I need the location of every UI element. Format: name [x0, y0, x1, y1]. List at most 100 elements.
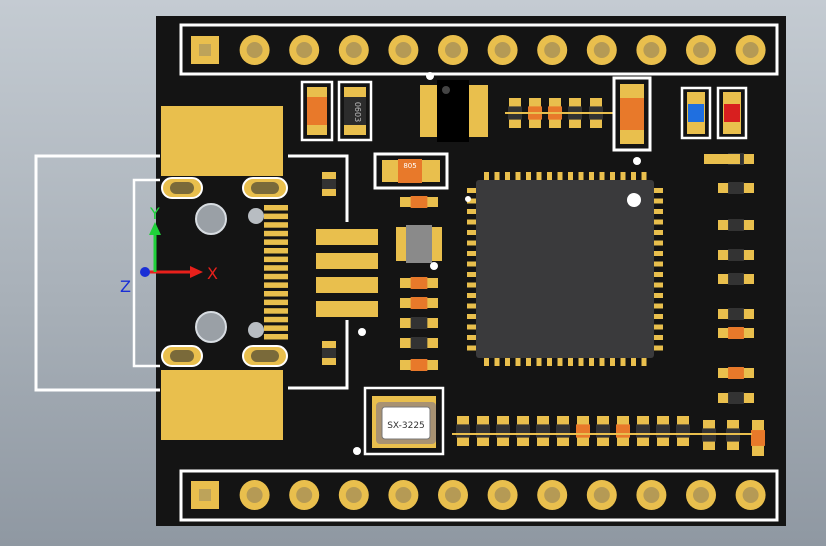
usb-oval-pads	[161, 177, 288, 367]
mcu-pin	[515, 354, 521, 366]
usb-pin	[264, 316, 288, 323]
usb-pin	[264, 230, 288, 237]
resistor-body	[576, 424, 590, 438]
resistor-body	[496, 424, 510, 438]
mcu-pin	[467, 272, 479, 277]
mcu-pin	[467, 240, 479, 246]
top-header-pins	[191, 35, 766, 65]
mcu-pin	[467, 282, 479, 288]
mid-resistor-column	[400, 196, 438, 371]
mcu-pin	[651, 219, 663, 225]
resistor-body	[751, 430, 765, 446]
mcu-pin	[641, 172, 647, 184]
bottom-header-pad-hole	[693, 487, 709, 503]
cap-805-right	[612, 76, 652, 165]
mcu-pin	[631, 354, 636, 366]
mcu-pin	[568, 172, 573, 184]
bottom-header-pad-hole	[643, 487, 660, 503]
resistor-body	[596, 424, 610, 438]
mcu-pin	[631, 172, 636, 184]
mcu-pin	[515, 172, 521, 184]
led-blue[interactable]	[680, 86, 712, 140]
mcu-pin	[467, 188, 479, 193]
mcu-pin	[651, 324, 663, 330]
mcu-pin	[651, 282, 663, 288]
mcu-pin	[578, 172, 584, 184]
top-header-pad-hole	[742, 42, 759, 58]
top-header-pad-hole	[643, 42, 660, 58]
bottom-header-outline	[179, 469, 779, 522]
top-header-pad-hole	[593, 42, 610, 58]
mcu-pin	[651, 230, 663, 235]
mcu-pin	[651, 314, 663, 319]
right-resistor-column	[704, 153, 754, 404]
usb-pin	[264, 308, 288, 314]
usb-pin	[264, 334, 288, 340]
led-red[interactable]	[716, 86, 748, 140]
usb-pin	[264, 265, 288, 271]
mcu-pin	[484, 354, 489, 366]
resistor-body	[476, 424, 490, 438]
mcu-pin	[651, 272, 663, 277]
mcu-pin	[641, 354, 647, 366]
resistor-body	[456, 424, 470, 438]
mcu-pin	[651, 188, 663, 193]
top-header-outline	[179, 23, 779, 76]
usb-pin	[264, 248, 288, 254]
mcu-pin	[620, 172, 626, 184]
usb-pin	[264, 273, 288, 280]
bottom-header-pad-hole	[296, 487, 313, 503]
mcu-pin	[651, 240, 663, 246]
crystal-label: SX-3225	[387, 421, 425, 431]
resistor-body	[410, 277, 428, 289]
resistor-body	[728, 182, 744, 194]
top-header-pad-hole	[199, 44, 211, 56]
resistor-body	[410, 297, 428, 309]
mcu-pin	[467, 261, 479, 267]
usb-small-hole	[248, 322, 264, 338]
usb-resistors	[322, 172, 336, 365]
crystal-oscillator[interactable]: SX-3225	[353, 386, 445, 456]
usb-inner-outline	[132, 178, 160, 368]
usb-pin	[264, 282, 288, 288]
mcu-pin	[651, 251, 663, 256]
resistor-body	[536, 424, 550, 438]
mcu-pin	[547, 172, 552, 184]
top-resistor-row	[505, 98, 615, 128]
mcu-pin1-dot	[465, 196, 471, 202]
usb-pin	[264, 299, 288, 306]
mcu-pin	[651, 209, 663, 214]
mcu-pin	[557, 172, 563, 184]
usb-small-hole	[248, 208, 264, 224]
usb-shield-pad-bottom	[161, 370, 283, 440]
mcu-pin	[484, 172, 489, 184]
usb-pin	[264, 213, 288, 220]
mcu-pin	[651, 261, 663, 267]
mcu-pin	[578, 354, 584, 366]
regulator-pads	[316, 229, 378, 317]
top-header-pad-hole	[296, 42, 313, 58]
resistor-body	[728, 392, 744, 404]
usb-pin	[264, 239, 288, 245]
resistor-body	[410, 359, 428, 371]
axis-gizmo: X Y Z	[120, 204, 218, 296]
mcu-pin	[467, 251, 479, 256]
bottom-header-pad-hole	[345, 487, 362, 503]
x-axis-label: X	[207, 264, 218, 283]
top-header-pad-hole	[395, 42, 412, 58]
usb-mount-hole-top	[195, 203, 227, 235]
mcu-pin	[467, 219, 479, 225]
usb-shield-pad-top	[161, 106, 283, 176]
bottom-header-pad-hole	[395, 487, 412, 503]
usb-connector-outline	[34, 154, 160, 392]
mcu-chip[interactable]	[467, 172, 663, 366]
bottom-header-pad-hole	[199, 489, 211, 501]
resistor-body	[516, 424, 530, 438]
bottom-header-pad-hole	[544, 487, 561, 503]
bottom-header-pad-hole	[742, 487, 759, 503]
bottom-resistor-row	[452, 416, 765, 456]
cap-805-label: 805	[403, 162, 416, 170]
resistor-body	[728, 308, 744, 320]
cap-805-top	[300, 80, 334, 142]
